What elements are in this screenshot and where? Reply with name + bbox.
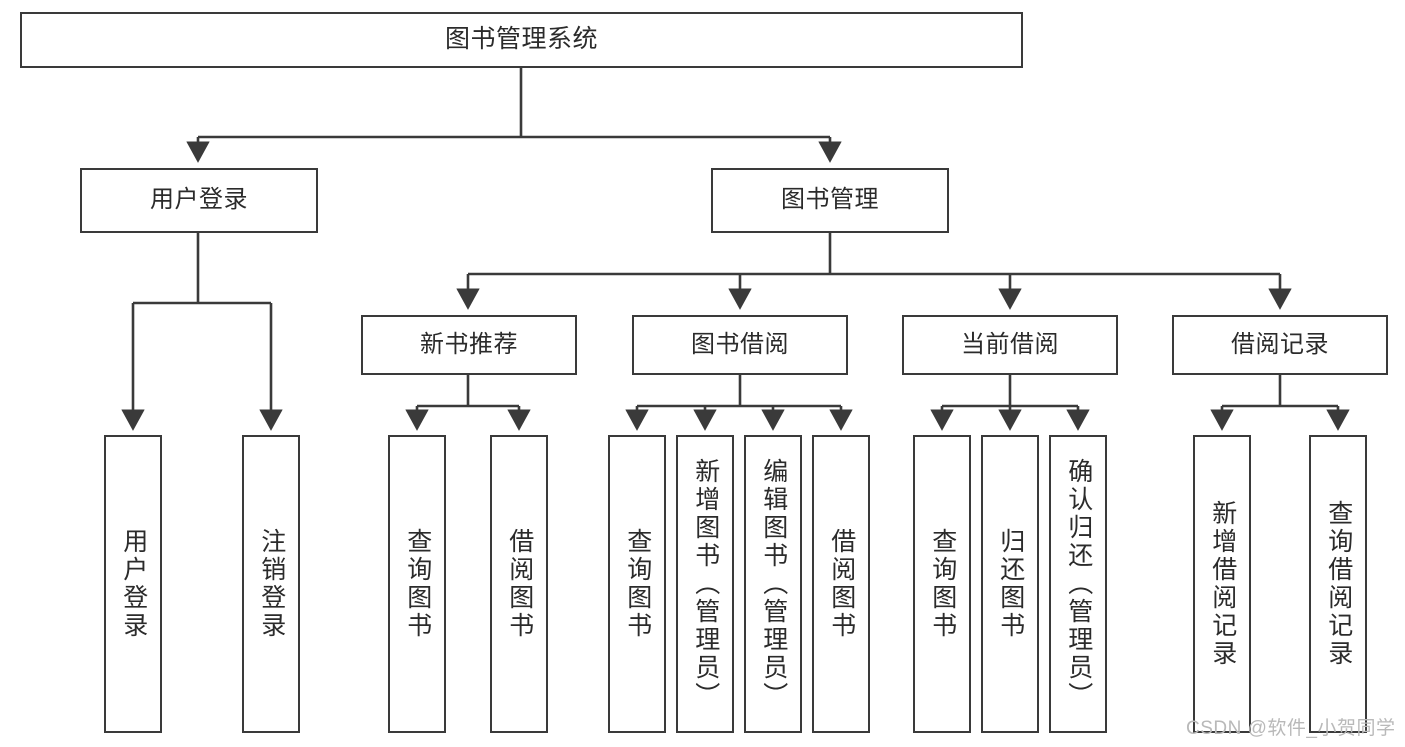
node-label: 用户登录	[150, 186, 248, 214]
node-label: 图书管理系统	[444, 25, 598, 54]
leaf-add-book-admin[interactable]: 新增图书（管理员）	[676, 435, 734, 733]
node-user-login[interactable]: 用户登录	[80, 168, 318, 233]
node-label: 借阅图书	[505, 528, 534, 640]
leaf-query-book-current[interactable]: 查询图书	[913, 435, 971, 733]
node-label: 借阅记录	[1231, 330, 1329, 358]
node-label: 当前借阅	[961, 330, 1059, 358]
leaf-borrow-book-recommendation[interactable]: 借阅图书	[490, 435, 548, 733]
node-label: 查询图书	[403, 528, 432, 640]
leaf-borrow-book-borrowing[interactable]: 借阅图书	[812, 435, 870, 733]
node-label: 新书推荐	[420, 330, 518, 358]
node-label: 借阅图书	[827, 528, 856, 640]
node-current-borrowing[interactable]: 当前借阅	[902, 315, 1118, 375]
node-book-borrowing[interactable]: 图书借阅	[632, 315, 848, 375]
leaf-query-borrow-record[interactable]: 查询借阅记录	[1309, 435, 1367, 733]
leaf-query-book-recommendation[interactable]: 查询图书	[388, 435, 446, 733]
node-label: 查询图书	[623, 528, 652, 640]
node-label: 确认归还（管理员）	[1064, 458, 1093, 710]
node-label: 图书借阅	[691, 330, 789, 358]
leaf-query-book-borrowing[interactable]: 查询图书	[608, 435, 666, 733]
csdn-watermark: CSDN @软件_小贺同学	[1186, 718, 1396, 739]
node-label: 查询借阅记录	[1324, 500, 1353, 668]
node-root-system[interactable]: 图书管理系统	[20, 12, 1023, 68]
node-label: 新增借阅记录	[1208, 500, 1237, 668]
leaf-confirm-return-admin[interactable]: 确认归还（管理员）	[1049, 435, 1107, 733]
node-book-management[interactable]: 图书管理	[711, 168, 949, 233]
leaf-user-login[interactable]: 用户登录	[104, 435, 162, 733]
leaf-return-book[interactable]: 归还图书	[981, 435, 1039, 733]
node-label: 编辑图书（管理员）	[759, 458, 788, 710]
node-borrow-records[interactable]: 借阅记录	[1172, 315, 1388, 375]
node-label: 图书管理	[781, 186, 879, 214]
node-label: 注销登录	[257, 528, 286, 640]
leaf-logout[interactable]: 注销登录	[242, 435, 300, 733]
node-label: 新增图书（管理员）	[691, 458, 720, 710]
leaf-edit-book-admin[interactable]: 编辑图书（管理员）	[744, 435, 802, 733]
node-label: 查询图书	[928, 528, 957, 640]
node-label: 用户登录	[119, 528, 148, 640]
node-label: 归还图书	[996, 528, 1025, 640]
leaf-add-borrow-record[interactable]: 新增借阅记录	[1193, 435, 1251, 733]
node-new-book-recommendation[interactable]: 新书推荐	[361, 315, 577, 375]
